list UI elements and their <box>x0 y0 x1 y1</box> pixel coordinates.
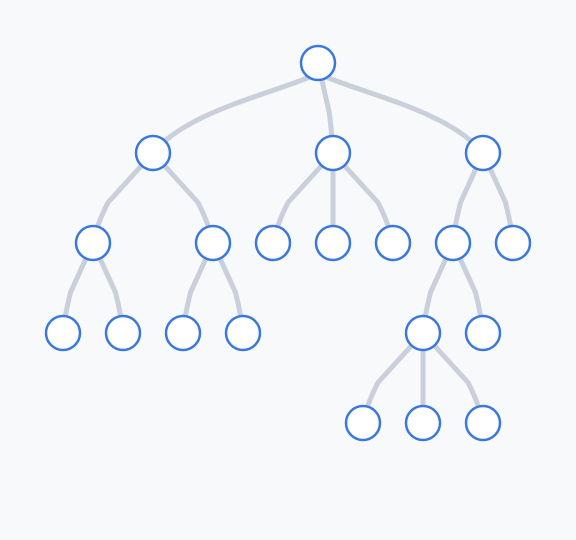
tree-node-b2 <box>314 224 352 262</box>
tree-node-a1 <box>74 224 112 262</box>
tree-nodes <box>44 44 532 442</box>
tree-node-b <box>314 134 352 172</box>
tree-edge-root-c <box>323 74 486 156</box>
tree-node-c1a2 <box>404 404 442 442</box>
tree-node-a2a <box>164 314 202 352</box>
tree-node-b3 <box>374 224 412 262</box>
tree-node-c1 <box>434 224 472 262</box>
tree-node-a <box>134 134 172 172</box>
tree-node-a2 <box>194 224 232 262</box>
tree-node-a2b <box>224 314 262 352</box>
tree-node-b1 <box>254 224 292 262</box>
tree-node-a1b <box>104 314 142 352</box>
tree-node-c1a3 <box>464 404 502 442</box>
tree-node-c2 <box>494 224 532 262</box>
tree-node-c1a1 <box>344 404 382 442</box>
tree-edge-root-a <box>150 74 313 156</box>
tree-node-c <box>464 134 502 172</box>
tree-node-a1a <box>44 314 82 352</box>
tree-node-c1a <box>404 314 442 352</box>
tree-node-root <box>299 44 337 82</box>
tree-node-c1b <box>464 314 502 352</box>
